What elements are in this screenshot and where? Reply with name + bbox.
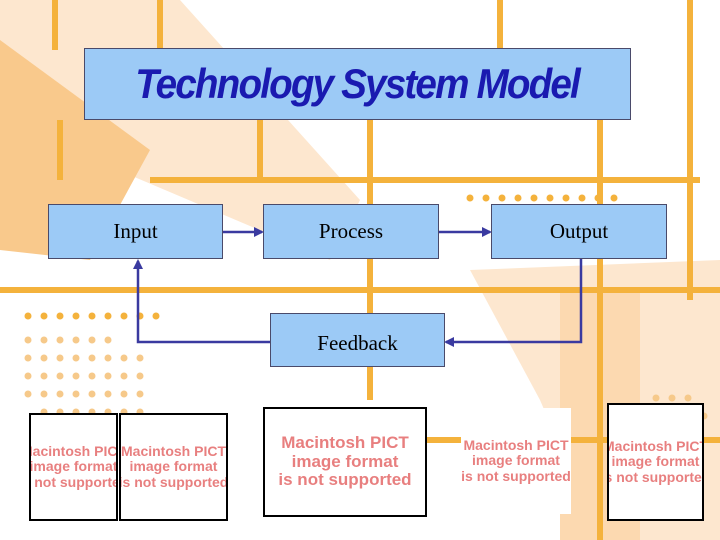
feedback-label: Feedback	[317, 331, 398, 355]
input-label: Input	[113, 219, 158, 243]
output-label: Output	[549, 219, 609, 243]
input-box: Input	[48, 204, 223, 259]
feedback-box: Feedback	[270, 313, 445, 367]
image-placeholder: Macintosh PICT image format is not suppo…	[461, 408, 571, 514]
title-box: Technology System Model	[84, 48, 631, 120]
image-placeholder: Macintosh PICT image format is not suppo…	[263, 407, 427, 517]
image-placeholder: Macintosh PICT image format is not suppo…	[119, 413, 228, 521]
slide-title: Technology System Model	[135, 60, 581, 107]
process-label: Process	[318, 219, 384, 243]
output-box: Output	[491, 204, 667, 259]
image-placeholder: Macintosh PICT image format is not suppo…	[607, 403, 704, 521]
process-box: Process	[263, 204, 439, 259]
image-placeholder: Macintosh PICT image format is not suppo…	[29, 413, 118, 521]
